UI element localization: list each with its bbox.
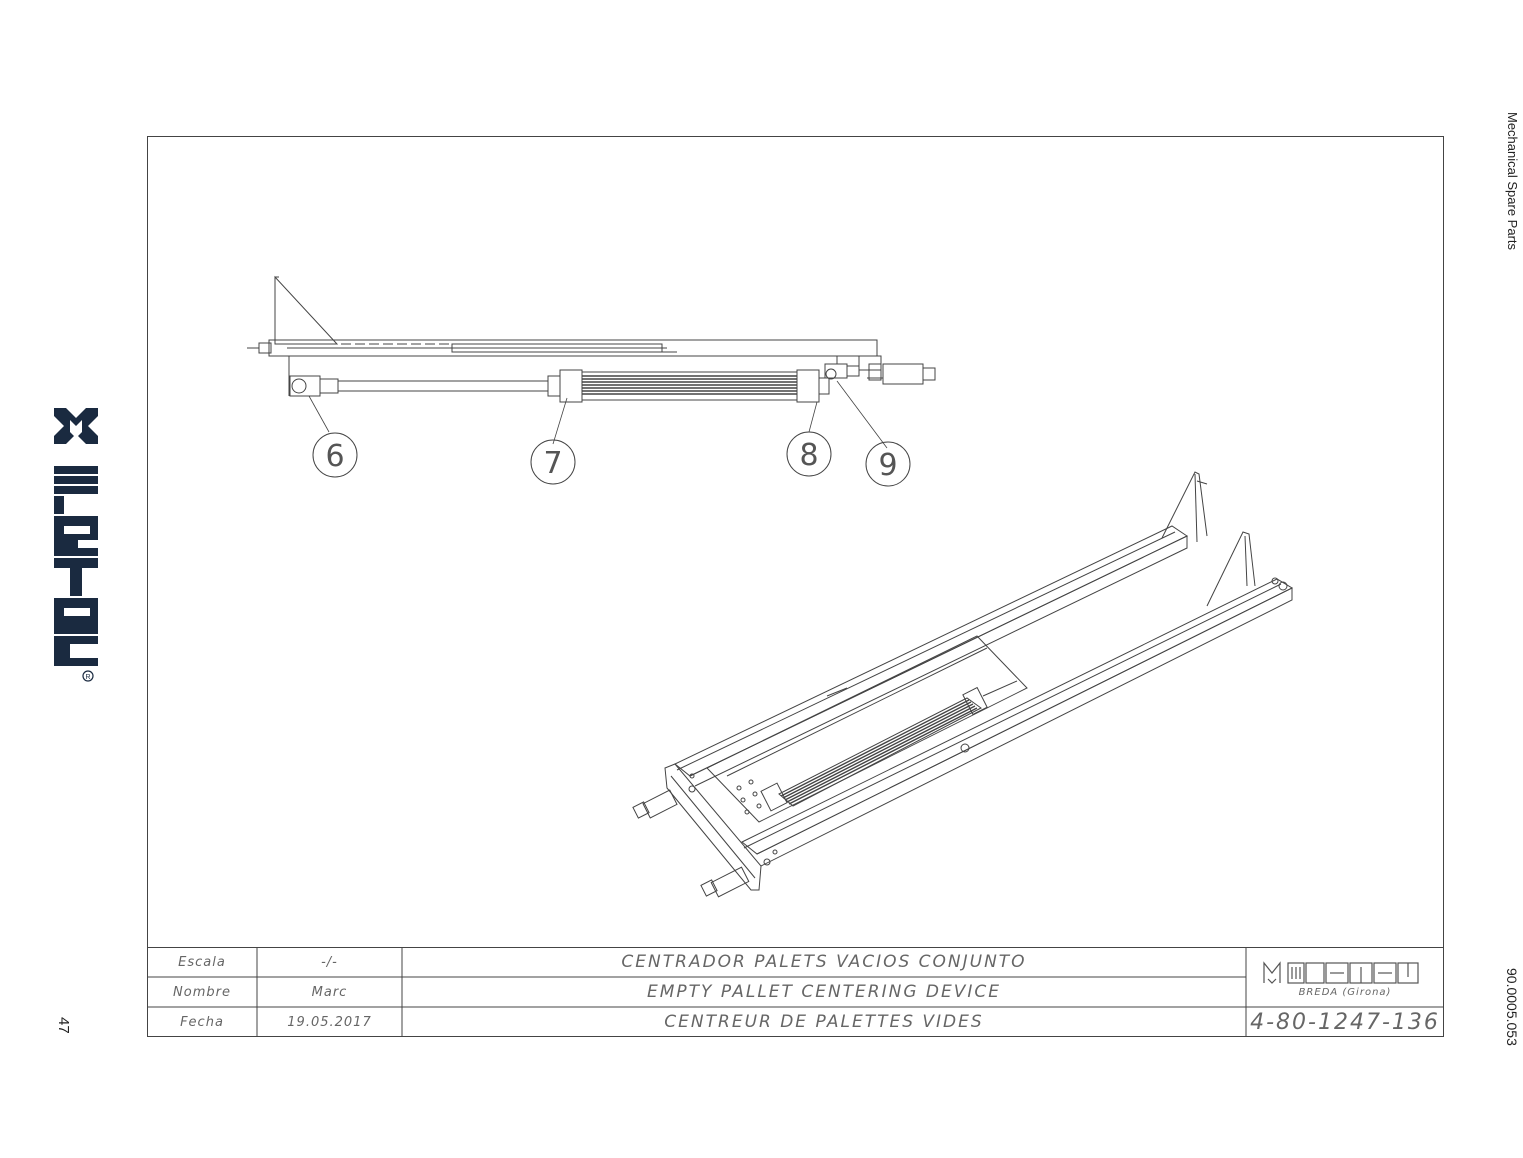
company-logo-icon bbox=[1263, 961, 1419, 984]
title-spanish: CENTRADOR PALETS VACIOS CONJUNTO bbox=[621, 952, 1027, 972]
technical-drawing: 6 7 8 9 bbox=[247, 275, 1294, 898]
title-block: Escala -/- CENTRADOR PALETS VACIOS CONJU… bbox=[147, 947, 1444, 1037]
callout-label-7: 7 bbox=[543, 446, 562, 481]
scale-label: Escala bbox=[178, 954, 226, 970]
svg-text:R: R bbox=[85, 674, 90, 681]
company-location: BREDA (Girona) bbox=[1298, 986, 1392, 998]
drawing-number: 4-80-1247-136 bbox=[1250, 1009, 1440, 1035]
page-number: 47 bbox=[55, 1017, 72, 1034]
isometric-view-assembly bbox=[632, 471, 1294, 898]
brand-emblem-icon bbox=[54, 408, 98, 444]
callout-bubble-8 bbox=[786, 431, 832, 477]
brand-logo-graphic: R bbox=[54, 408, 98, 682]
document-code: 90.0005.053 bbox=[1504, 968, 1520, 1046]
side-view-assembly bbox=[247, 275, 936, 403]
title-english: EMPTY PALLET CENTERING DEVICE bbox=[647, 982, 1001, 1002]
title-block-grid bbox=[147, 947, 1444, 1037]
company-block: BREDA (Girona) bbox=[1246, 947, 1444, 1007]
callout-leaders bbox=[308, 380, 888, 449]
callout-bubble-7 bbox=[530, 439, 576, 485]
name-label: Nombre bbox=[173, 984, 231, 1000]
callout-bubbles bbox=[312, 431, 911, 487]
title-french: CENTREUR DE PALETTES VIDES bbox=[664, 1012, 984, 1032]
callout-label-9: 9 bbox=[878, 448, 897, 483]
scale-value: -/- bbox=[321, 954, 338, 970]
brand-logo: R bbox=[48, 404, 104, 694]
callout-label-6: 6 bbox=[325, 439, 344, 474]
callout-label-8: 8 bbox=[799, 438, 818, 473]
document-section-title: Mechanical Spare Parts bbox=[1505, 112, 1520, 251]
callout-bubble-6 bbox=[312, 432, 358, 478]
date-label: Fecha bbox=[180, 1014, 224, 1030]
callout-bubble-9 bbox=[865, 441, 911, 487]
date-value: 19.05.2017 bbox=[287, 1014, 372, 1030]
name-value: Marc bbox=[311, 984, 348, 1000]
